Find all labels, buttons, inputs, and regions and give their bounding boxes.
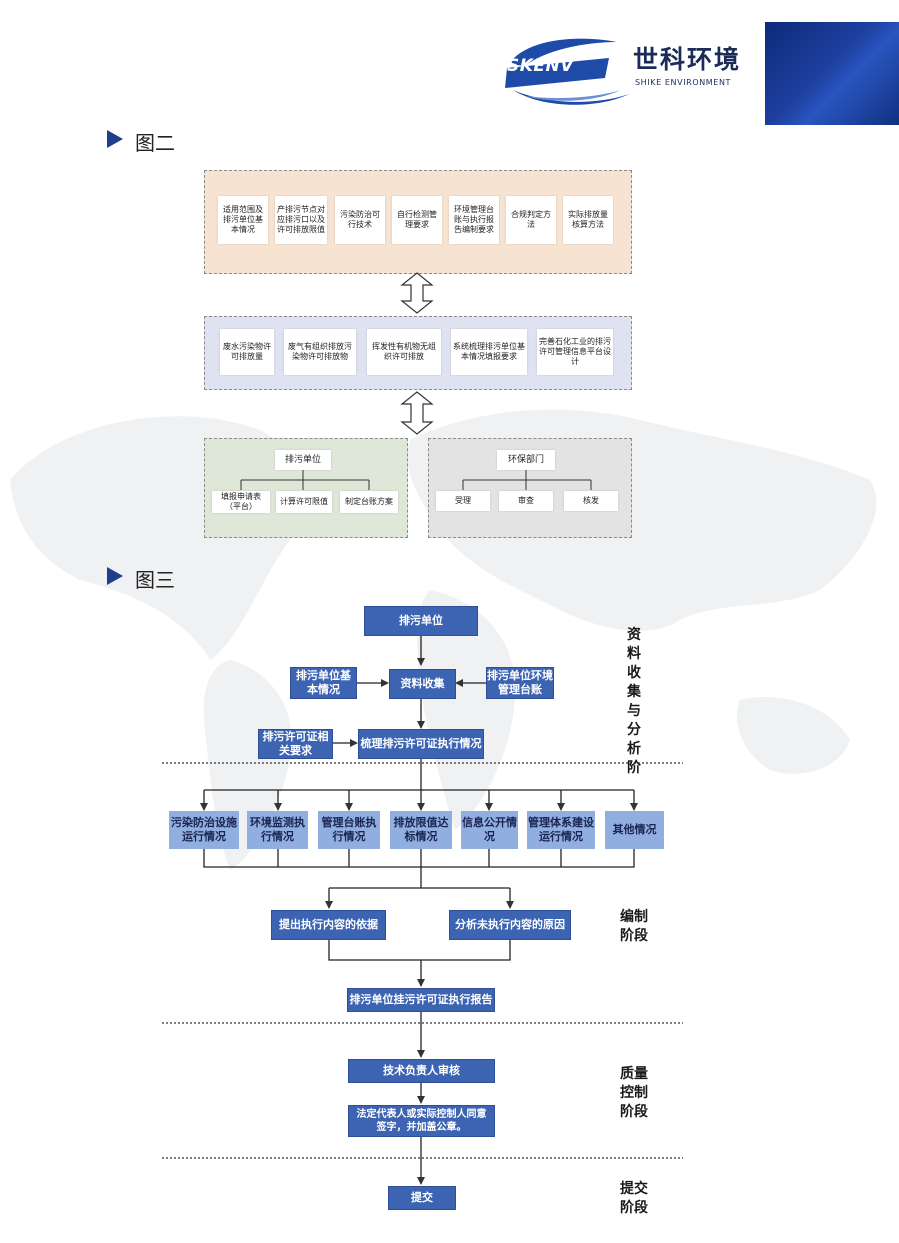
fig3-sort-box: 梳理排污许可证执行情况 [358, 729, 484, 759]
fig3-check-item: 其他情况 [605, 811, 664, 849]
fig3-sign-box: 法定代表人或实际控制人同意签字，并加盖公章。 [348, 1105, 495, 1137]
fig3-basic-info-box: 排污单位基本情况 [290, 667, 357, 699]
fig3-check-item: 管理体系建设运行情况 [527, 811, 595, 849]
logo-chinese-name: 世科环境 [633, 45, 742, 74]
fig3-start-box: 排污单位 [364, 606, 478, 636]
company-logo: SKENV 世科环境 SHIKE ENVIRONMENT [505, 30, 745, 110]
fig3-reason-box: 分析未执行内容的原因 [449, 910, 571, 940]
header-corner-block [765, 22, 899, 125]
stage-label-quality: 质量控制阶段 [620, 1066, 648, 1120]
fig3-review-box: 技术负责人审核 [348, 1059, 495, 1083]
fig2-authority-root: 环保部门 [497, 450, 555, 470]
fig3-collect-box: 资料收集 [389, 669, 456, 699]
fig2-authority-child: 审查 [499, 491, 553, 511]
fig3-check-item: 排放限值达标情况 [390, 811, 452, 849]
fig2-polluter-child: 计算许可限值 [276, 491, 332, 513]
fig2-title: 图二 [135, 131, 175, 155]
fig3-ledger-box: 排污单位环境管理台账 [486, 667, 554, 699]
logo-swoosh-icon [505, 38, 629, 105]
fig2-top-item: 产排污节点对应排污口以及许可排放限值 [275, 196, 327, 244]
fig3-check-item: 管理台账执行情况 [318, 811, 380, 849]
stage-label-compile: 编制阶段 [620, 909, 648, 944]
fig2-authority-child: 受理 [436, 491, 490, 511]
fig2-mid-item: 废水污染物许可排放量 [220, 329, 274, 375]
fig2-authority-child: 核发 [564, 491, 618, 511]
fig2-top-item: 实际排放量核算方法 [563, 196, 613, 244]
fig2-mid-item: 挥发性有机物无组织许可排放 [367, 329, 441, 375]
fig2-polluter-child: 填报申请表（平台） [212, 491, 270, 513]
fig2-mid-item: 系统梳理排污单位基本情况填报要求 [451, 329, 527, 375]
stage-label-collection: 资料收集与分析阶 [627, 627, 641, 776]
fig3-submit-box: 提交 [388, 1186, 456, 1210]
fig2-mid-item: 完善石化工业的排污许可管理信息平台设计 [537, 329, 613, 375]
fig3-check-item: 信息公开情况 [461, 811, 518, 849]
double-arrow-icon [400, 391, 434, 435]
fig3-check-item: 环境监测执行情况 [247, 811, 308, 849]
fig2-top-item: 污染防治可行技术 [335, 196, 385, 244]
fig2-polluter-child: 制定台账方案 [340, 491, 398, 513]
fig3-basis-box: 提出执行内容的依据 [271, 910, 386, 940]
fig3-report-box: 排污单位挂污许可证执行报告 [347, 988, 495, 1012]
fig3-permit-req-box: 排污许可证相关要求 [258, 729, 333, 759]
section-marker-icon [107, 130, 123, 148]
stage-label-submit: 提交阶段 [620, 1181, 648, 1216]
fig2-mid-item: 废气有组织排放污染物许可排放物 [284, 329, 356, 375]
fig2-top-item: 自行检测管理要求 [392, 196, 442, 244]
fig2-polluter-root: 排污单位 [275, 450, 331, 470]
fig2-top-item: 适用范围及排污单位基本情况 [218, 196, 268, 244]
fig3-title: 图三 [135, 568, 175, 592]
logo-mark-text: SKENV [507, 56, 574, 76]
double-arrow-icon [400, 272, 434, 314]
fig2-top-item: 环境管理台账与执行报告编制要求 [449, 196, 499, 244]
fig2-top-item: 合规判定方法 [506, 196, 556, 244]
section-marker-icon [107, 567, 123, 585]
logo-english-name: SHIKE ENVIRONMENT [635, 78, 732, 87]
fig3-check-item: 污染防治设施运行情况 [169, 811, 239, 849]
